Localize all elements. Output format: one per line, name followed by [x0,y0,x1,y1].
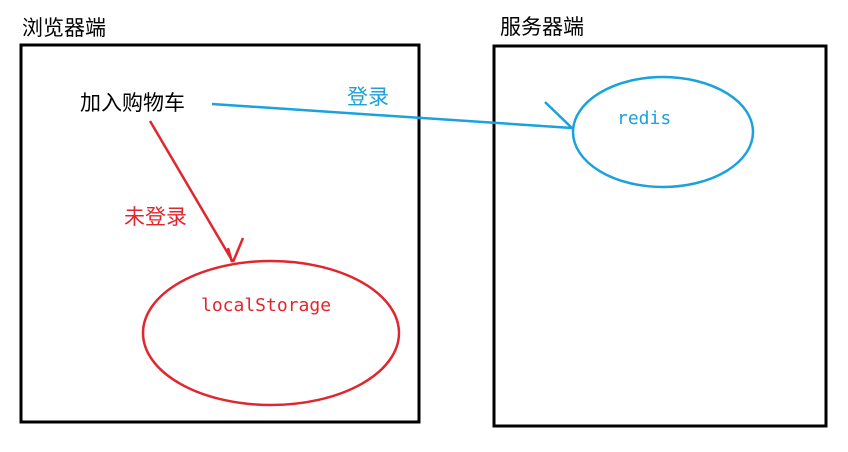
not-logged-in-label: 未登录 [124,205,187,229]
login-arrowhead [544,101,573,129]
login-arrow-shaft [211,102,573,130]
not-logged-in-arrowhead-right [231,237,245,263]
add-to-cart-label: 加入购物车 [80,91,185,115]
local-storage-node [141,259,401,407]
redis-node [571,75,755,189]
server-section-title: 服务器端 [500,15,584,39]
login-label: 登录 [347,85,389,109]
browser-box [19,43,421,424]
redis-label: redis [617,108,671,129]
not-logged-in-arrowhead-left [226,247,234,263]
server-box [492,44,828,428]
local-storage-label: localStorage [201,295,331,316]
browser-section-title: 浏览器端 [22,16,106,40]
not-logged-in-arrow-shaft [148,120,235,263]
